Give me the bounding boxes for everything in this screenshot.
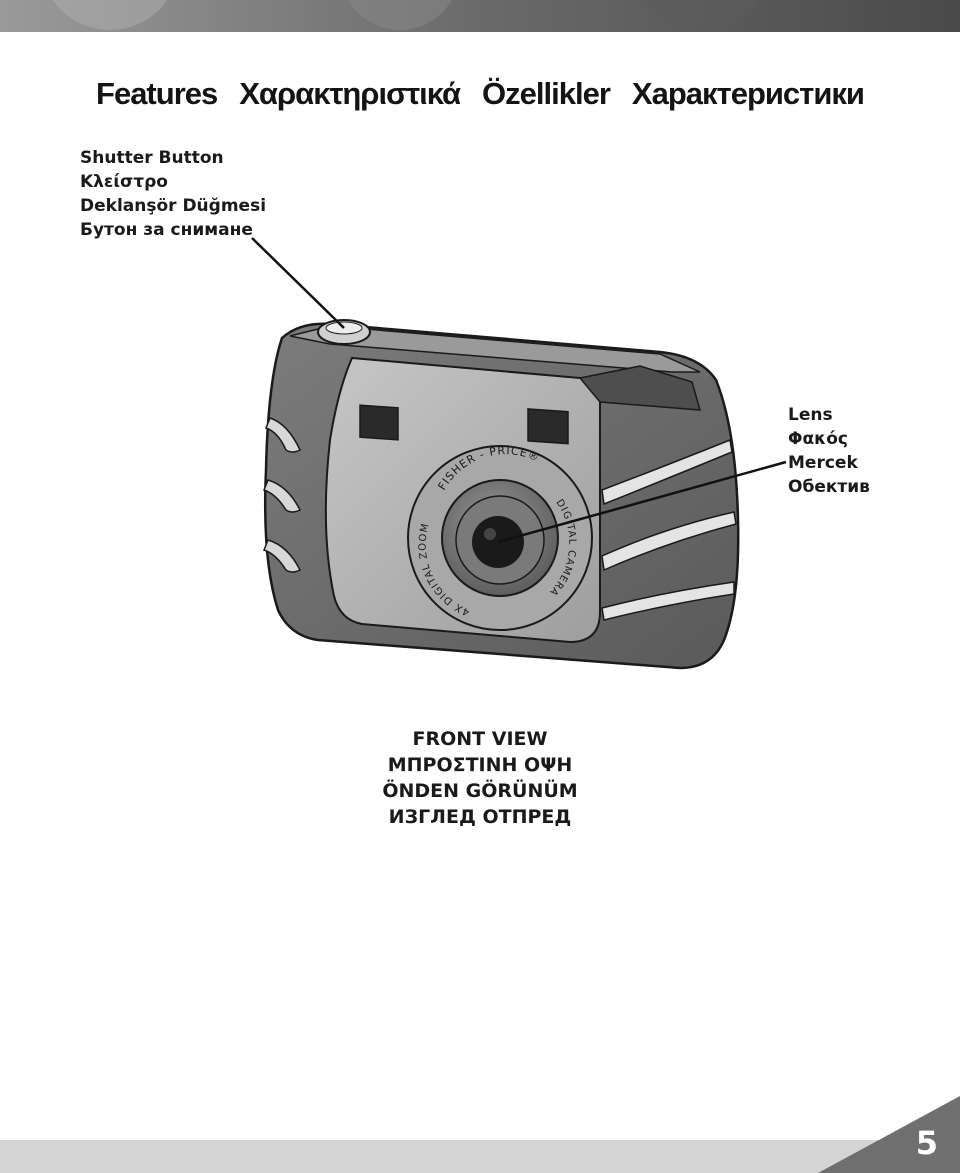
title-bg: Характеристики xyxy=(631,76,865,111)
shutter-label-bg: Бутон за снимане xyxy=(80,220,253,240)
lens-label: Lens Φακός Mercek Обектив xyxy=(788,403,870,499)
lens-label-tr: Mercek xyxy=(788,453,858,473)
title-tr: Özellikler xyxy=(482,76,611,111)
view-caption-tr: ÖNDEN GÖRÜNÜM xyxy=(382,780,578,802)
view-caption: FRONT VIEW ΜΠΡΟΣΤΙΝΗ ΟΨΗ ÖNDEN GÖRÜNÜM И… xyxy=(0,726,960,830)
shutter-button-label: Shutter Button Κλείστρο Deklanşör Düğmes… xyxy=(80,146,266,242)
viewfinder-left xyxy=(359,404,399,441)
title-en: Features xyxy=(96,76,218,111)
footer-band xyxy=(0,1140,960,1173)
lens-label-bg: Обектив xyxy=(788,477,870,497)
camera-illustration: FISHER - PRICE® 4X DIGITAL ZOOM DIGITAL … xyxy=(251,237,787,670)
lens-label-el: Φακός xyxy=(788,429,848,449)
header-band xyxy=(0,0,960,32)
page-number: 5 xyxy=(915,1124,938,1162)
shutter-label-en: Shutter Button xyxy=(80,148,224,168)
view-caption-en: FRONT VIEW xyxy=(412,728,548,750)
shutter-label-tr: Deklanşör Düğmesi xyxy=(80,196,267,216)
view-caption-bg: ИЗГЛЕД ОТПРЕД xyxy=(388,806,572,828)
title-el: Χαρακτηριστικά xyxy=(239,76,461,111)
page-title: Features Χαρακτηριστικά Özellikler Харак… xyxy=(0,76,960,112)
lens-leader-line xyxy=(497,460,787,544)
view-caption-el: ΜΠΡΟΣΤΙΝΗ ΟΨΗ xyxy=(387,754,573,776)
shutter-leader-line xyxy=(251,237,345,329)
viewfinder-right xyxy=(527,408,569,445)
lens-label-en: Lens xyxy=(788,405,833,425)
shutter-label-el: Κλείστρο xyxy=(80,172,168,192)
